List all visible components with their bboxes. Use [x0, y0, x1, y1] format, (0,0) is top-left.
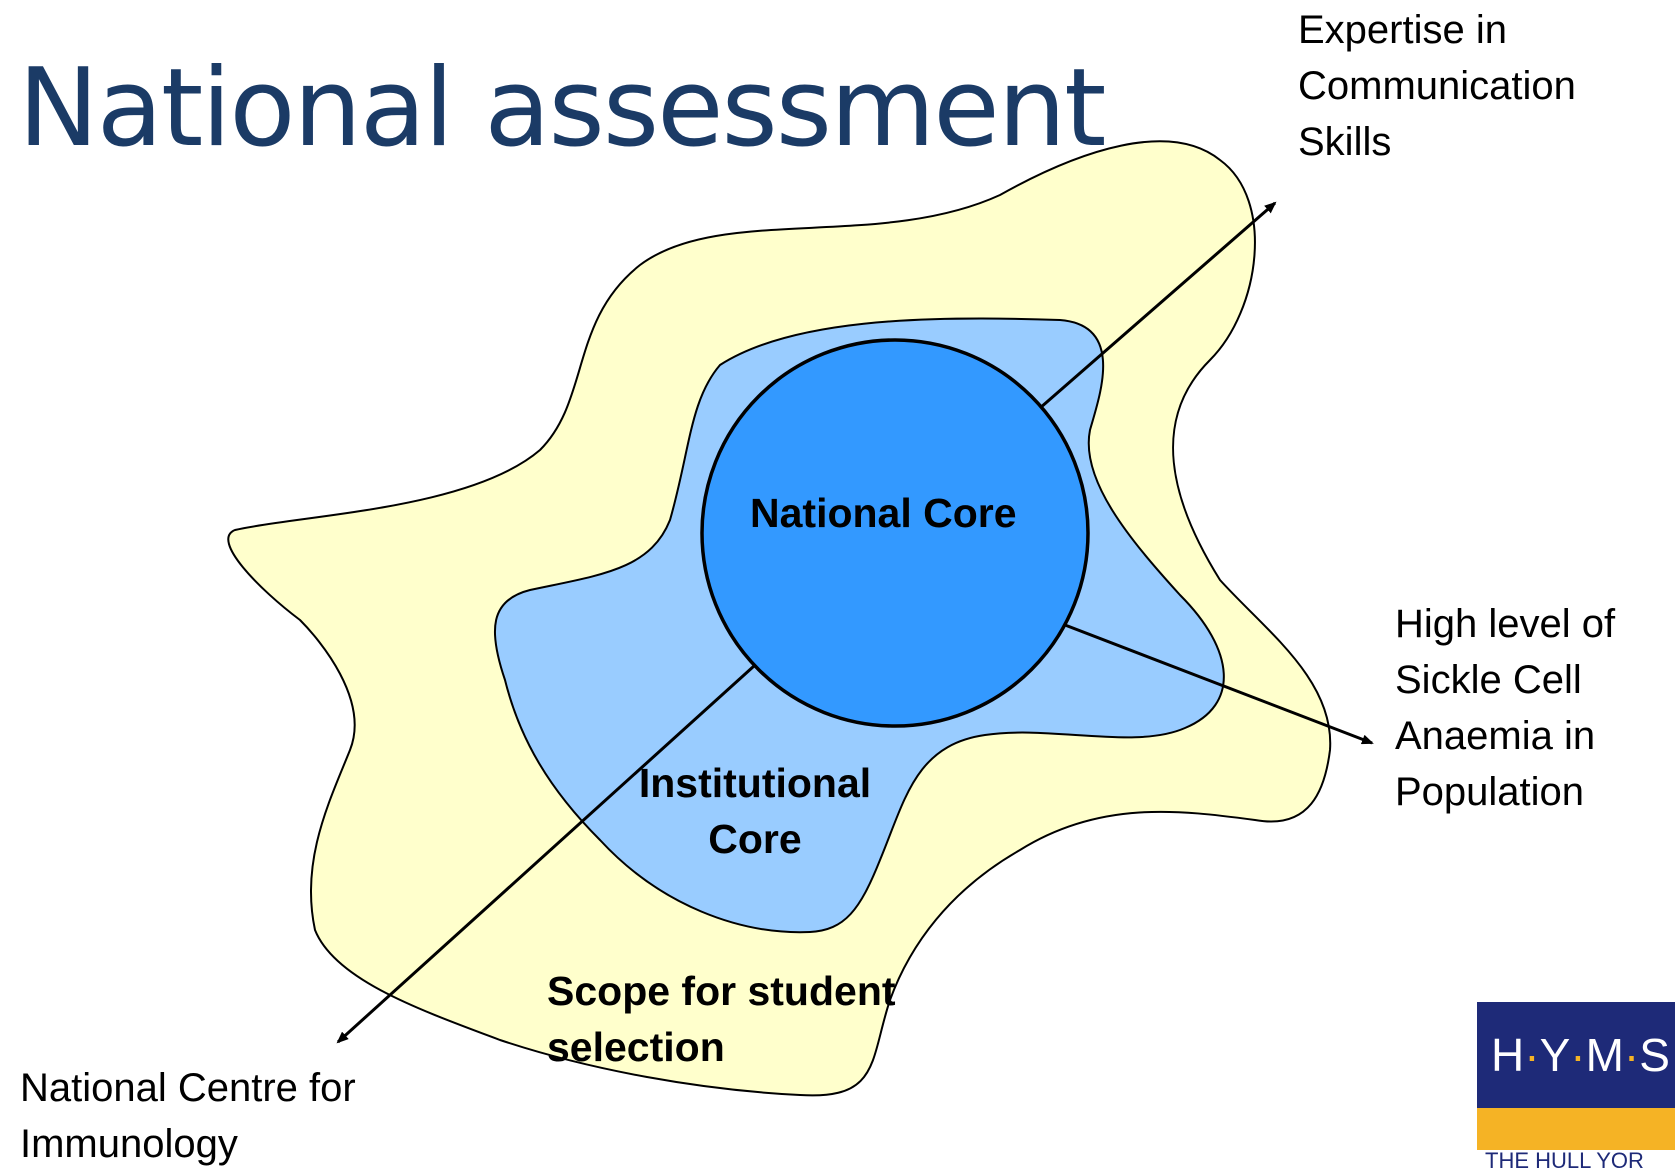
logo-subtitle: THE HULL YOR: [1477, 1150, 1675, 1172]
national-core-label: National Core: [750, 490, 1017, 536]
arrow-immunology: [336, 664, 756, 1044]
sickle-cell-callout: High level of Sickle Cell Anaemia in Pop…: [1395, 602, 1616, 814]
hyms-logo: H·Y·M·S THE HULL YOR: [1477, 1002, 1675, 1172]
arrow-communication: [1039, 201, 1277, 410]
logo-wordmark: H·Y·M·S: [1477, 1002, 1675, 1108]
immunology-callout: National Centre for Immunology: [20, 1066, 356, 1166]
student-selection-label: Scope for student selection: [547, 968, 896, 1070]
institutional-core-label: Institutional Core: [638, 760, 872, 862]
arrow-sickle-cell: [1064, 623, 1374, 745]
page-title: National assessment: [18, 46, 1107, 171]
logo-band: [1477, 1108, 1675, 1150]
national-core-circle: [700, 338, 1090, 728]
communication-callout: Expertise in Communication Skills: [1298, 8, 1576, 164]
